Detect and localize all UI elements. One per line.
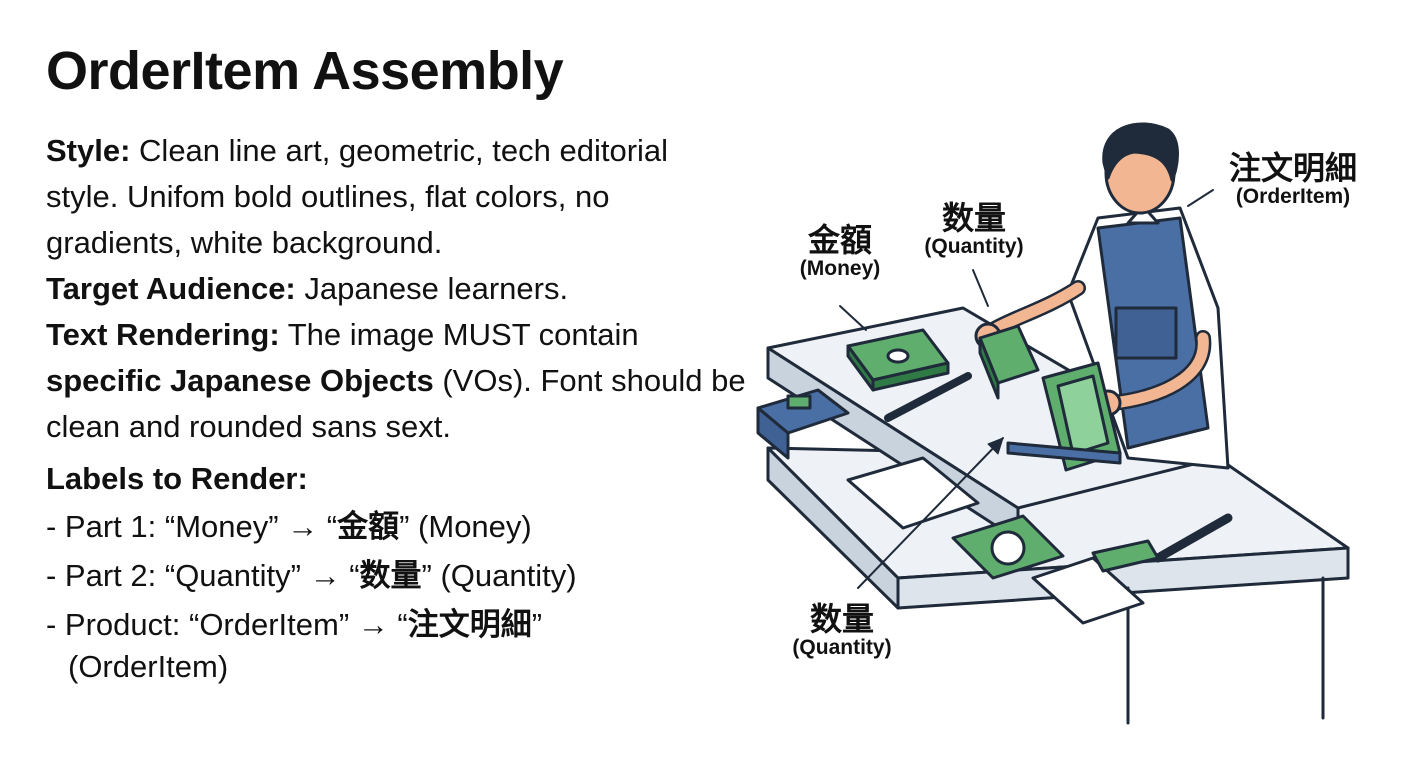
labels-list: - Part 1: “Money” → “金額” (Money) - Part … — [46, 504, 746, 690]
money-label: 金額 (Money) — [799, 222, 881, 280]
arrow-head-icon — [987, 437, 1004, 455]
assembly-illustration: 金額 (Money) 数量 (Quantity) 注文明細 (OrderItem… — [748, 108, 1388, 748]
label-item: - Part 1: “Money” → “金額” (Money) — [46, 509, 532, 544]
workbench-scene — [756, 122, 1350, 725]
quantity-leader-line — [972, 269, 989, 307]
label-item: - Part 2: “Quantity” → “数量” (Quantity) — [46, 558, 577, 593]
style-line: Style: Clean line art, geometric, tech e… — [46, 133, 669, 260]
description-block: Style: Clean line art, geometric, tech e… — [46, 128, 746, 693]
quantity-bottom-arrow — [857, 437, 1004, 589]
screwdriver-icon — [1153, 513, 1233, 563]
wrench-icon — [884, 372, 972, 422]
orderitem-label: 注文明細 (OrderItem) — [1228, 150, 1357, 208]
document-sheets — [846, 456, 1160, 625]
orderitem-leader-line — [1187, 189, 1214, 207]
quantity-label-top: 数量 (Quantity) — [924, 200, 1024, 258]
money-leader-line — [839, 305, 867, 331]
labels-heading: Labels to Render: — [46, 461, 308, 496]
device-box — [756, 388, 850, 460]
quantity-block — [978, 324, 1040, 400]
order-item-panel — [1006, 361, 1122, 472]
workbench-table — [766, 306, 1350, 725]
quantity-label-bottom: 数量 (Quantity) — [792, 601, 892, 659]
label-item: - Product: “OrderItem” → “注文明細”(OrderIte… — [46, 607, 543, 684]
page-title: OrderItem Assembly — [46, 41, 564, 101]
text-rendering-line: Text Rendering: The image MUST contain s… — [46, 317, 746, 444]
audience-line: Target Audience: Japanese learners. — [46, 271, 569, 306]
money-bill-stack — [846, 328, 950, 392]
